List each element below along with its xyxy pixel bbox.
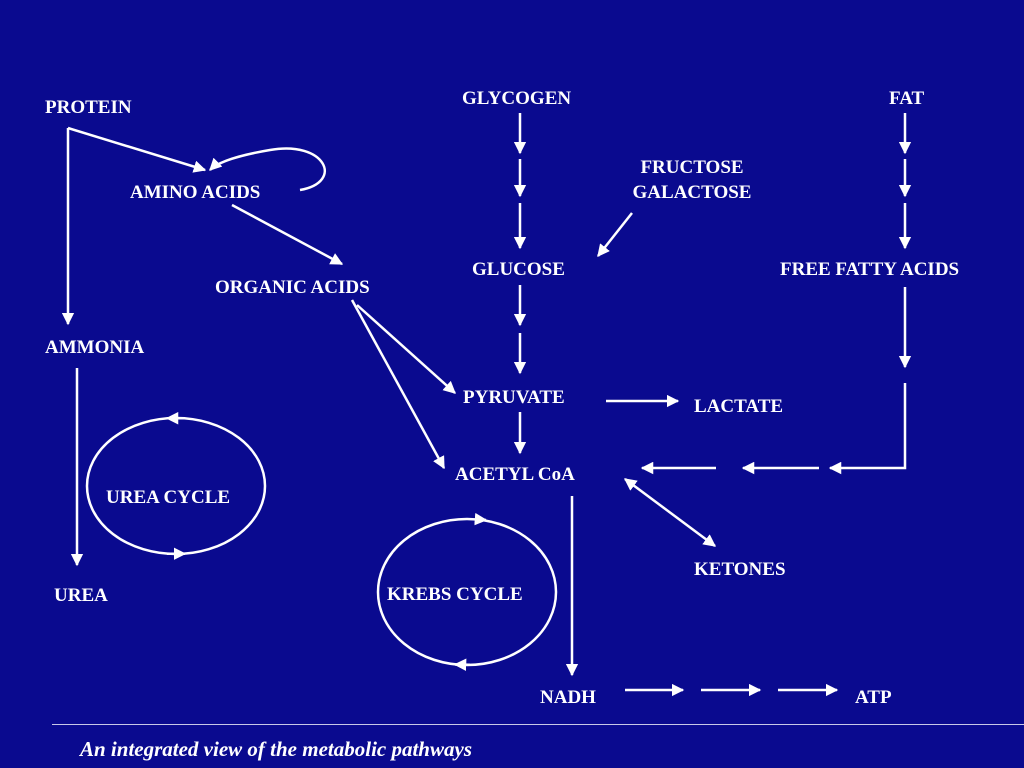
slide-caption: An integrated view of the metabolic path… xyxy=(80,737,472,761)
node-protein: PROTEIN xyxy=(45,97,132,118)
node-pyruvate: PYRUVATE xyxy=(463,387,565,408)
urea-cycle-loop xyxy=(85,416,267,556)
node-free-fatty-acids: FREE FATTY ACIDS xyxy=(780,259,960,280)
node-nadh: NADH xyxy=(540,687,596,708)
node-fat: FAT xyxy=(889,88,925,109)
node-ammonia: AMMONIA xyxy=(45,337,145,358)
arrow-organic-acids-to-acetyl-coa xyxy=(350,299,446,470)
node-atp: ATP xyxy=(855,687,892,708)
node-glucose: GLUCOSE xyxy=(472,259,565,280)
node-organic-acids: ORGANIC ACIDS xyxy=(215,277,370,298)
arrow-ffa-down-and-left xyxy=(828,383,907,475)
node-amino-acids: AMINO ACIDS xyxy=(130,182,261,203)
arrow-acetyl-coa-ketones xyxy=(623,477,717,548)
arrow-amino-acids-loop xyxy=(209,147,327,192)
node-ketones: KETONES xyxy=(694,559,786,580)
node-urea-cycle: UREA CYCLE xyxy=(106,487,231,508)
arrow-amino-acids-to-organic-acids xyxy=(231,203,344,266)
krebs-cycle-arrow-top xyxy=(474,512,488,526)
arrow-fructose-to-glucose xyxy=(597,212,633,257)
arrow-protein-to-amino-acids xyxy=(67,126,207,173)
node-krebs-cycle: KREBS CYCLE xyxy=(387,584,523,605)
node-urea: UREA xyxy=(54,585,108,606)
footer-divider xyxy=(52,724,1024,725)
arrow-organic-acids-to-pyruvate xyxy=(356,304,456,394)
node-acetyl-coa: ACETYL CoA xyxy=(455,464,575,485)
node-fructose: FRUCTOSE xyxy=(640,157,744,178)
node-glycogen: GLYCOGEN xyxy=(462,88,572,109)
node-fructose-galactose: FRUCTOSE GALACTOSE xyxy=(620,156,764,205)
node-lactate: LACTATE xyxy=(694,396,784,417)
node-galactose: GALACTOSE xyxy=(632,181,752,203)
